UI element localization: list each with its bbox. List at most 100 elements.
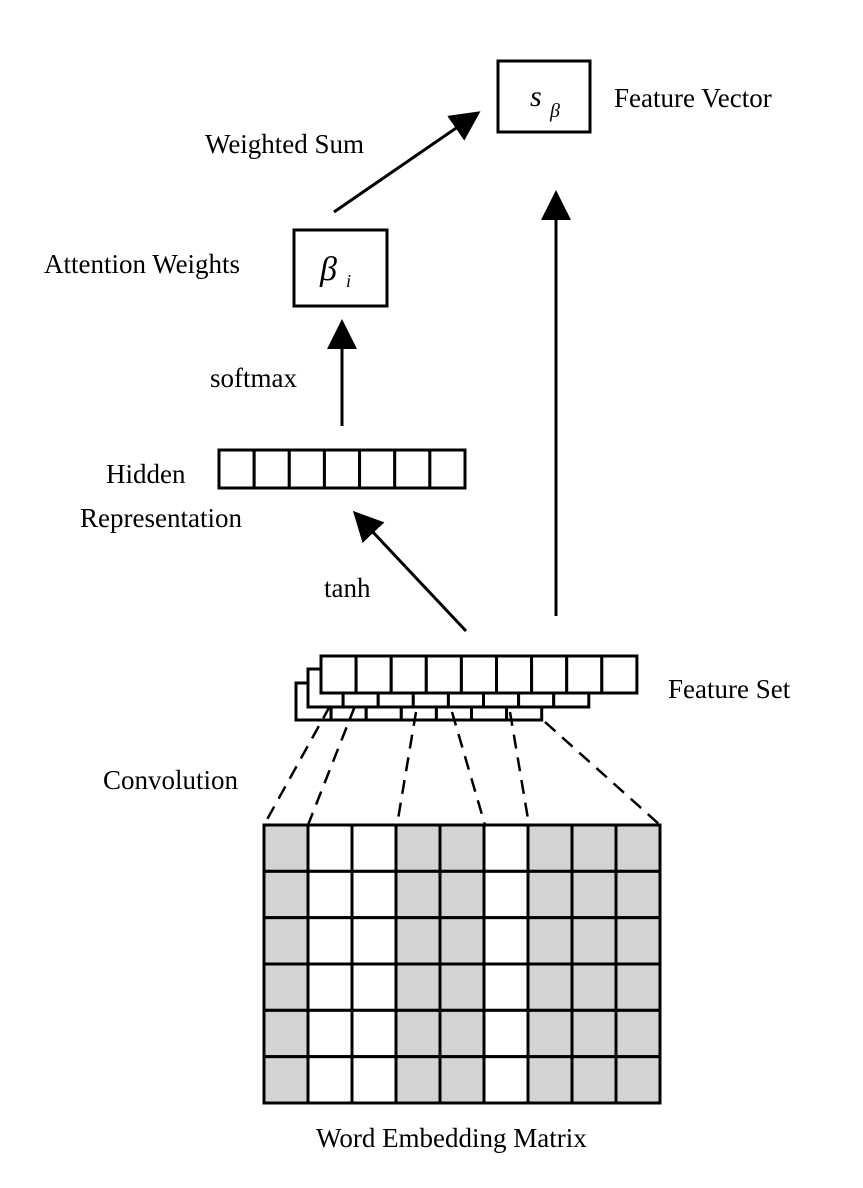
matrix-cell (526, 1008, 574, 1059)
matrix-cell (614, 916, 662, 966)
matrix-cell (350, 869, 398, 920)
feature-cell (495, 654, 534, 695)
matrix-cell (394, 823, 442, 873)
matrix-cell (570, 869, 618, 920)
feature-cell (424, 654, 463, 695)
attention-weights-label: Attention Weights (44, 249, 240, 279)
matrix-cell (438, 823, 486, 873)
attention-weights-box (292, 228, 389, 308)
matrix-cell (614, 869, 662, 920)
matrix-cell (614, 823, 662, 873)
convolution-dashed-line (508, 711, 531, 826)
hidden-cell (287, 448, 326, 490)
matrix-cell (394, 869, 442, 920)
feature-cell (459, 654, 498, 695)
feature-vector-node: s β (496, 59, 592, 134)
convolution-dashed-line (262, 705, 332, 826)
convolution-dashed-line (544, 721, 661, 826)
matrix-cell (262, 823, 310, 873)
weighted-sum-label: Weighted Sum (205, 129, 364, 159)
hidden-cell (428, 448, 467, 490)
matrix-cell (614, 1008, 662, 1059)
matrix-cell (570, 916, 618, 966)
feature-vector-box (496, 59, 592, 134)
hidden-cell (252, 448, 291, 490)
matrix-cell (570, 1055, 618, 1105)
convolution-dashed-line (395, 711, 418, 826)
matrix-cell (614, 962, 662, 1012)
hidden-representation-label-line1: Hidden (106, 459, 186, 489)
matrix-cell (614, 1055, 662, 1105)
convolution-connections (262, 705, 661, 826)
matrix-cell (482, 869, 530, 920)
matrix-cell (570, 823, 618, 873)
tanh-arrow (352, 510, 468, 633)
feature-cell (530, 654, 569, 695)
matrix-cell (438, 1055, 486, 1105)
matrix-cell (526, 869, 574, 920)
attention-weights-subscript: i (346, 271, 351, 291)
matrix-cell (394, 962, 442, 1012)
matrix-cell (350, 823, 398, 873)
convolution-label: Convolution (103, 765, 239, 795)
feature-cell (600, 654, 639, 695)
matrix-cell (438, 916, 486, 966)
matrix-cell (350, 916, 398, 966)
convolution-dashed-line (306, 705, 357, 826)
matrix-cell (394, 916, 442, 966)
matrix-cell (526, 916, 574, 966)
matrix-cell (394, 1055, 442, 1105)
word-embedding-matrix (262, 823, 662, 1105)
hidden-cell (393, 448, 432, 490)
matrix-cell (262, 869, 310, 920)
feature-vector-label: Feature Vector (614, 83, 772, 113)
feature-cell (565, 654, 604, 695)
matrix-cell (438, 1008, 486, 1059)
matrix-cell (482, 916, 530, 966)
feature-map-layer (319, 654, 639, 695)
hidden-representation-label-line2: Representation (80, 503, 242, 533)
matrix-cell (262, 1008, 310, 1059)
matrix-cell (262, 1055, 310, 1105)
tanh-label: tanh (324, 573, 371, 603)
word-embedding-matrix-label: Word Embedding Matrix (316, 1123, 587, 1153)
attention-weights-node: β i (292, 228, 389, 308)
softmax-label: softmax (210, 363, 297, 393)
hidden-cell (217, 448, 256, 490)
weighted-sum-arrow (333, 111, 481, 214)
matrix-cell (526, 962, 574, 1012)
matrix-cell (526, 1055, 574, 1105)
matrix-cell (482, 1008, 530, 1059)
matrix-cell (570, 962, 618, 1012)
feature-cell (389, 654, 428, 695)
matrix-cell (438, 869, 486, 920)
feature-cell (319, 654, 358, 695)
feature-cell (354, 654, 393, 695)
matrix-cell (306, 869, 354, 920)
matrix-cell (570, 1008, 618, 1059)
matrix-cell (306, 962, 354, 1012)
matrix-cell (482, 1055, 530, 1105)
matrix-cell (350, 1055, 398, 1105)
attention-weights-symbol: β (319, 251, 337, 288)
matrix-cell (394, 1008, 442, 1059)
matrix-cell (262, 916, 310, 966)
feature-set-stack (294, 654, 639, 722)
feature-vector-symbol: s (530, 80, 542, 113)
hidden-cell (322, 448, 362, 490)
convolution-dashed-line (450, 711, 487, 826)
matrix-cell (482, 962, 530, 1012)
matrix-cell (526, 823, 574, 873)
matrix-cell (350, 1008, 398, 1059)
matrix-cell (350, 962, 398, 1012)
matrix-cell (262, 962, 310, 1012)
hidden-cell (358, 448, 397, 490)
matrix-cell (482, 823, 530, 873)
matrix-cell (306, 916, 354, 966)
matrix-cell (306, 1008, 354, 1059)
feature-vector-subscript: β (549, 100, 560, 122)
feature-set-label: Feature Set (668, 674, 791, 704)
matrix-cell (438, 962, 486, 1012)
